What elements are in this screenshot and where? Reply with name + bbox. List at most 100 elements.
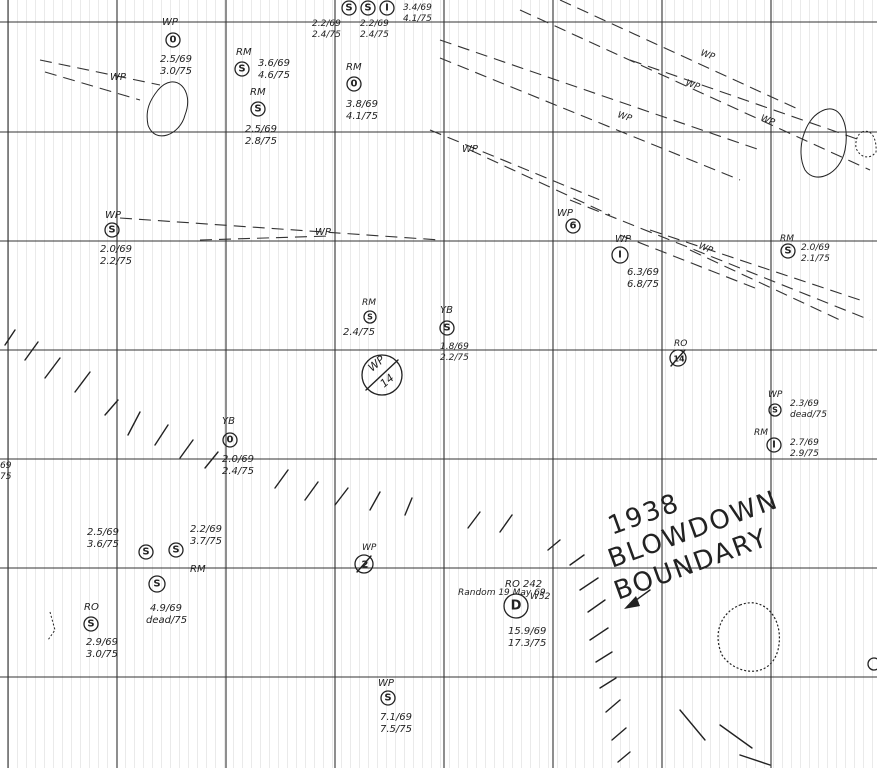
tree-symbol: S: [153, 579, 160, 590]
tree-measure-75: 75: [0, 472, 12, 482]
tree-symbol-ring: [503, 593, 529, 619]
tree-symbol-ring: [83, 616, 99, 632]
tree-symbol-ring: [768, 403, 782, 417]
tree-measure-75: 4.6/75: [258, 70, 290, 81]
tree-measure-75: 17.3/75: [508, 638, 546, 649]
tree-measure-75: 4.1/75: [346, 111, 378, 122]
tree-measure-69: 2.5/69: [160, 54, 192, 65]
tree-record: RM S 2.5/69 2.8/75: [245, 87, 277, 147]
tree-measure-75: 4.1/75: [403, 14, 432, 24]
tree-symbol: I: [772, 440, 776, 451]
tree-symbol-ring: [250, 101, 266, 117]
line-label-wp: WP: [616, 110, 633, 124]
tree-measure-69: 2.5/69: [87, 527, 119, 538]
tree-measure-75: 2.9/75: [790, 449, 819, 459]
tree-record: YB S 1.8/69 2.2/75: [439, 305, 469, 363]
tree-symbol: 0: [351, 79, 358, 90]
tree-measure-69: 4.9/69: [150, 603, 182, 614]
tree-species: RM: [362, 298, 376, 308]
tree-records: WP 0 2.5/69 3.0/75 RM S 3.6/69 4.6/75 RM…: [0, 0, 877, 735]
tree-symbol: S: [254, 104, 261, 115]
tree-measure-69: 2.2/69: [190, 524, 222, 535]
tree-symbol-ring: [360, 0, 376, 16]
tree-species: RM: [754, 428, 768, 438]
tree-record: S 2.2/69 2.4/75: [312, 0, 357, 40]
tree-measure-69: 3.4/69: [403, 3, 432, 13]
tree-species: RO 242: [505, 579, 542, 590]
fallen-stem-lines: [39, 0, 871, 321]
tree-species: RM: [236, 47, 252, 58]
tree-symbol-ring: [379, 0, 395, 16]
tree-symbol: S: [364, 3, 371, 14]
tree-record: WP 14: [361, 353, 403, 396]
tree-measure-69: 7.1/69: [380, 712, 412, 723]
tree-species: RM: [346, 62, 362, 73]
tree-symbol: 14: [673, 355, 685, 364]
tree-measure-75: 2.4/75: [222, 466, 254, 477]
tree-measure-69: 69: [0, 461, 12, 471]
tree-species: YB: [440, 305, 453, 316]
tree-symbol-ring: [780, 243, 796, 259]
tree-symbol-ring: [341, 0, 357, 16]
tree-measure-69: 2.3/69: [790, 399, 819, 409]
tree-symbol-ring: [138, 544, 154, 560]
tree-symbol-ring: [165, 32, 181, 48]
tree-note: Random 19 May 69: [458, 588, 546, 598]
tree-measure-75: 2.2/75: [440, 353, 469, 363]
tree-symbol-ring: [439, 320, 455, 336]
tree-measure-69: 2.2/69: [360, 19, 389, 29]
line-label-wp: WP: [315, 227, 332, 238]
tree-symbol: S: [784, 246, 791, 257]
tree-symbol: S: [367, 313, 373, 322]
tree-symbol: 2: [362, 560, 369, 571]
tree-record: WP 0 2.5/69 3.0/75: [160, 17, 192, 77]
tree-symbol: S: [384, 693, 391, 704]
tree-measure-75: 2.8/75: [245, 136, 277, 147]
tree-symbol: S: [172, 545, 179, 556]
tree-measure-75: 2.2/75: [100, 256, 132, 267]
tree-measure-69: 6.3/69: [627, 267, 659, 278]
tree-measure-75: 2.1/75: [801, 254, 830, 264]
tree-symbol: S: [443, 323, 450, 334]
tree-symbol: S: [142, 547, 149, 558]
tree-measure-69: 2.2/69: [312, 19, 341, 29]
blowdown-hatch: [4, 329, 771, 766]
tree-symbol: I: [385, 3, 389, 14]
tree-measure-75: dead/75: [146, 615, 187, 626]
tree-record: RM S 2.4/75: [343, 298, 377, 338]
boundary-arrow: [624, 589, 651, 609]
tree-symbol-ring: [867, 657, 877, 671]
tree-measure-69: 1.8/69: [440, 342, 469, 352]
tree-symbol-ring: [168, 542, 184, 558]
tree-symbol-ring: [222, 432, 238, 448]
tree-symbol-ring: [611, 246, 629, 264]
tree-species: WP: [615, 234, 632, 245]
tree-record: RM 0 3.8/69 4.1/75: [346, 62, 378, 122]
tree-record: S 2.5/69 3.6/75: [87, 527, 154, 560]
tree-record: Random 19 May 69 RO 242 W52 D 15.9/69 17…: [458, 579, 551, 649]
tree-measure-69: 2.0/69: [801, 243, 830, 253]
tree-record: I 3.4/69 4.1/75: [379, 0, 432, 24]
tree-symbol: S: [87, 619, 94, 630]
tree-record: YB 0 2.0/69 2.4/75: [222, 416, 254, 477]
tree-symbol-ring: [363, 310, 377, 324]
tree-measure-69: 2.0/69: [222, 454, 254, 465]
tree-symbol: S: [772, 406, 778, 415]
tree-species: WP: [105, 210, 122, 221]
tree-symbol-ring: [669, 349, 687, 367]
tree-symbol: D: [511, 599, 522, 614]
tree-measure-75: 2.4/75: [343, 327, 375, 338]
tree-symbol-ring: [354, 554, 374, 574]
tree-species: RM: [190, 564, 206, 575]
tree-symbol: S: [345, 3, 352, 14]
tree-species: YB: [222, 416, 235, 427]
tree-measure-69: 2.9/69: [86, 637, 118, 648]
tree-measure-75: dead/75: [790, 410, 827, 420]
tree-measure-75: 3.0/75: [160, 66, 192, 77]
tree-record: 69 75: [0, 461, 12, 482]
tree-record: WP 2: [354, 543, 377, 574]
tree-species: WP: [362, 543, 377, 553]
